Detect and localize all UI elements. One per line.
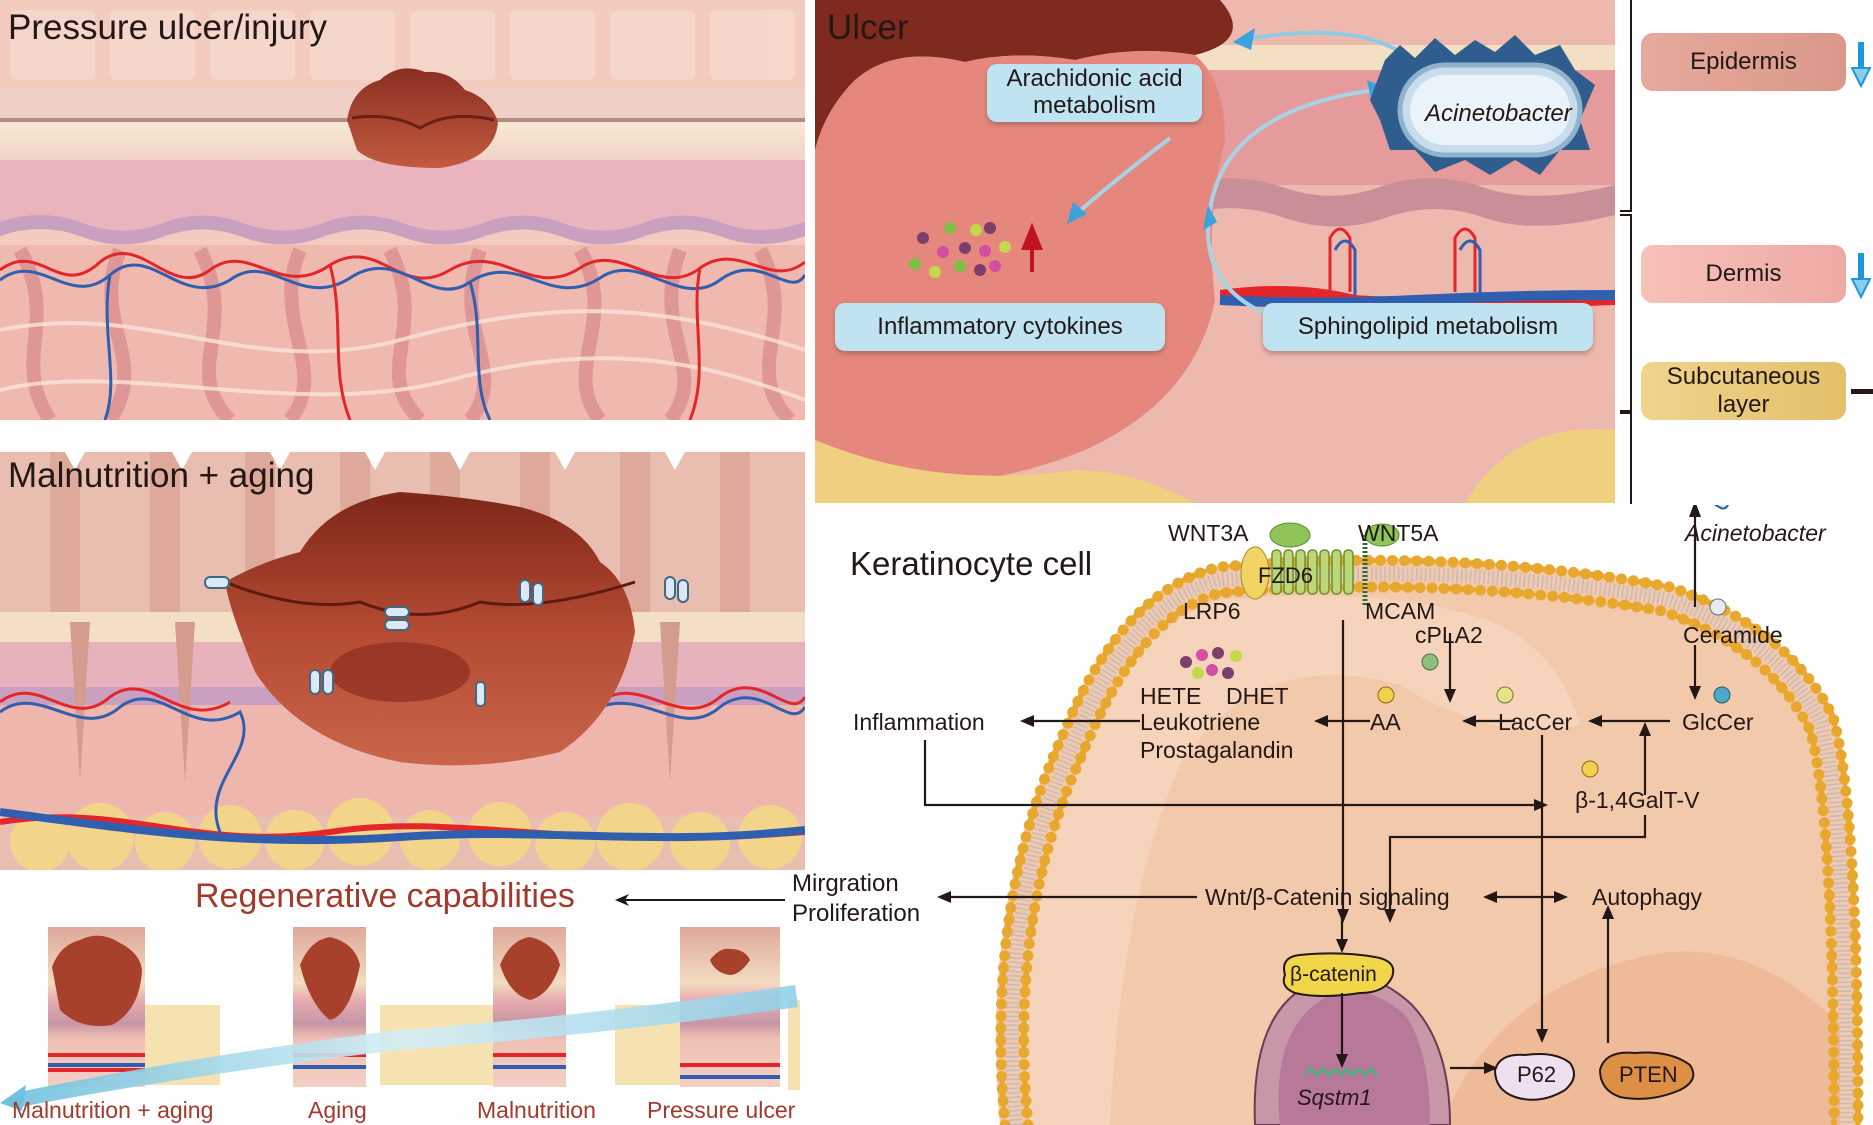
sphingolipid-metabolism-box: Sphingolipid metabolism bbox=[1263, 303, 1593, 351]
label-mcam: MCAM bbox=[1365, 598, 1436, 624]
cpla2-molecule-icon bbox=[1421, 653, 1439, 671]
condition-label-aging: Aging bbox=[308, 1097, 367, 1123]
layer-subcutaneous: Subcutaneous layer bbox=[1641, 362, 1846, 420]
fzd6-receptor-icon bbox=[1271, 549, 1354, 595]
layer-epidermis: Epidermis bbox=[1641, 33, 1846, 91]
layer-bracket-tick bbox=[1620, 210, 1632, 212]
node-cpla2: cPLA2 bbox=[1415, 622, 1483, 648]
regenerative-trend-arrow bbox=[14, 985, 798, 1107]
label-wnt5a: WNT5A bbox=[1358, 520, 1439, 546]
subcutaneous-line2: layer bbox=[1717, 391, 1770, 418]
label-fzd6: FZD6 bbox=[1258, 563, 1313, 588]
layer-bracket bbox=[1630, 0, 1632, 212]
layer-bracket bbox=[1630, 412, 1632, 504]
node-ceramide: Ceramide bbox=[1683, 622, 1783, 648]
panel-title-malnutrition-aging: Malnutrition + aging bbox=[8, 456, 315, 495]
node-wnt-signaling: Wnt/β-Catenin signaling bbox=[1205, 884, 1450, 910]
layer-bracket-tick bbox=[1620, 410, 1632, 412]
node-laccer: LacCer bbox=[1498, 709, 1573, 735]
lrp6-receptor-icon bbox=[1240, 546, 1270, 600]
acinetobacter-label: Acinetobacter bbox=[1425, 100, 1572, 127]
node-prostagalandin: Prostagalandin bbox=[1140, 737, 1294, 763]
label-external-acinetobacter: Acinetobacter bbox=[1685, 520, 1826, 546]
label-lrp6: LRP6 bbox=[1183, 598, 1241, 624]
ulcer-panel: Ulcer Arachidonic acid metabolism Inflam… bbox=[815, 0, 1615, 503]
glccer-molecule-icon bbox=[1713, 686, 1731, 704]
node-glccer: GlcCer bbox=[1682, 709, 1754, 735]
label-wnt3a: WNT3A bbox=[1168, 520, 1249, 546]
node-pten: PTEN bbox=[1619, 1062, 1678, 1087]
inflammatory-cytokines-box: Inflammatory cytokines bbox=[835, 303, 1165, 351]
malnutrition-aging-illustration bbox=[0, 452, 805, 870]
node-p62: P62 bbox=[1517, 1062, 1557, 1087]
node-aa: AA bbox=[1370, 709, 1401, 735]
outcome-proliferation: Proliferation bbox=[792, 900, 921, 927]
thumbnail-aging bbox=[293, 927, 366, 1087]
keratinocyte-title: Keratinocyte cell bbox=[850, 545, 1093, 582]
node-dhet: DHET bbox=[1226, 683, 1289, 709]
layer-dermis: Dermis bbox=[1641, 245, 1846, 303]
pressure-ulcer-illustration bbox=[0, 0, 805, 420]
beta-catenin-shape bbox=[1282, 952, 1395, 997]
panel-title-ulcer: Ulcer bbox=[827, 8, 909, 47]
pten-shape bbox=[1598, 1051, 1695, 1100]
condition-label-malnutrition-aging: Malnutrition + aging bbox=[12, 1097, 214, 1123]
subcutaneous-line1: Subcutaneous bbox=[1666, 363, 1821, 391]
wnt5a-ligand-icon bbox=[1364, 523, 1400, 547]
node-leukotriene: Leukotriene bbox=[1140, 709, 1261, 735]
aa-molecule-icon bbox=[1377, 686, 1395, 704]
dash-icon bbox=[1851, 389, 1873, 394]
arrow-to-regenerative-icon bbox=[615, 894, 785, 906]
node-autophagy: Autophagy bbox=[1592, 884, 1702, 910]
regenerative-title: Regenerative capabilities bbox=[195, 877, 575, 915]
layer-bracket bbox=[1630, 214, 1632, 410]
wnt3a-ligand-icon bbox=[1269, 522, 1311, 548]
node-beta-catenin: β-catenin bbox=[1290, 963, 1377, 986]
node-hete: HETE bbox=[1140, 683, 1202, 709]
external-bacterium-icon bbox=[1704, 505, 1730, 510]
node-sqstm1: Sqstm1 bbox=[1297, 1085, 1372, 1110]
arrow-to-ulcer-icon bbox=[1233, 28, 1255, 50]
hete-molecules-icon bbox=[1180, 647, 1242, 679]
node-galt: β-1,4GalT-V bbox=[1575, 787, 1700, 813]
pressure-ulcer-panel: Pressure ulcer/injury bbox=[0, 0, 805, 420]
down-arrow-icon bbox=[1851, 253, 1871, 299]
keratinocyte-cell bbox=[923, 505, 1864, 1125]
layer-bracket-tick bbox=[1620, 214, 1632, 216]
arachidonic-line1: Arachidonic acid bbox=[1006, 65, 1183, 93]
ceramide-molecule-icon bbox=[1709, 598, 1727, 616]
thumbnail-malnutrition bbox=[493, 927, 566, 1087]
down-arrow-icon bbox=[1851, 42, 1871, 88]
ulcer-illustration bbox=[815, 0, 1615, 503]
galt-molecule-icon bbox=[1581, 760, 1599, 778]
condition-label-pressure-ulcer: Pressure ulcer bbox=[647, 1097, 796, 1123]
layer-bracket-tick bbox=[1620, 412, 1632, 414]
p62-shape bbox=[1493, 1053, 1575, 1101]
arachidonic-acid-metabolism-box: Arachidonic acid metabolism bbox=[987, 64, 1202, 122]
condition-label-malnutrition: Malnutrition bbox=[477, 1097, 596, 1123]
arachidonic-line2: metabolism bbox=[1033, 92, 1156, 119]
dna-icon bbox=[1303, 1066, 1379, 1078]
thumbnail-malnutrition-aging bbox=[48, 927, 145, 1087]
malnutrition-aging-panel: Malnutrition + aging bbox=[0, 452, 805, 870]
node-inflammation: Inflammation bbox=[853, 709, 985, 735]
outcome-migration: Mirgration bbox=[792, 870, 899, 897]
condition-thumbnails bbox=[0, 927, 800, 1111]
increase-arrow-icon bbox=[1021, 222, 1043, 272]
laccer-molecule-icon bbox=[1496, 686, 1514, 704]
panel-title-pressure-ulcer: Pressure ulcer/injury bbox=[8, 8, 327, 47]
